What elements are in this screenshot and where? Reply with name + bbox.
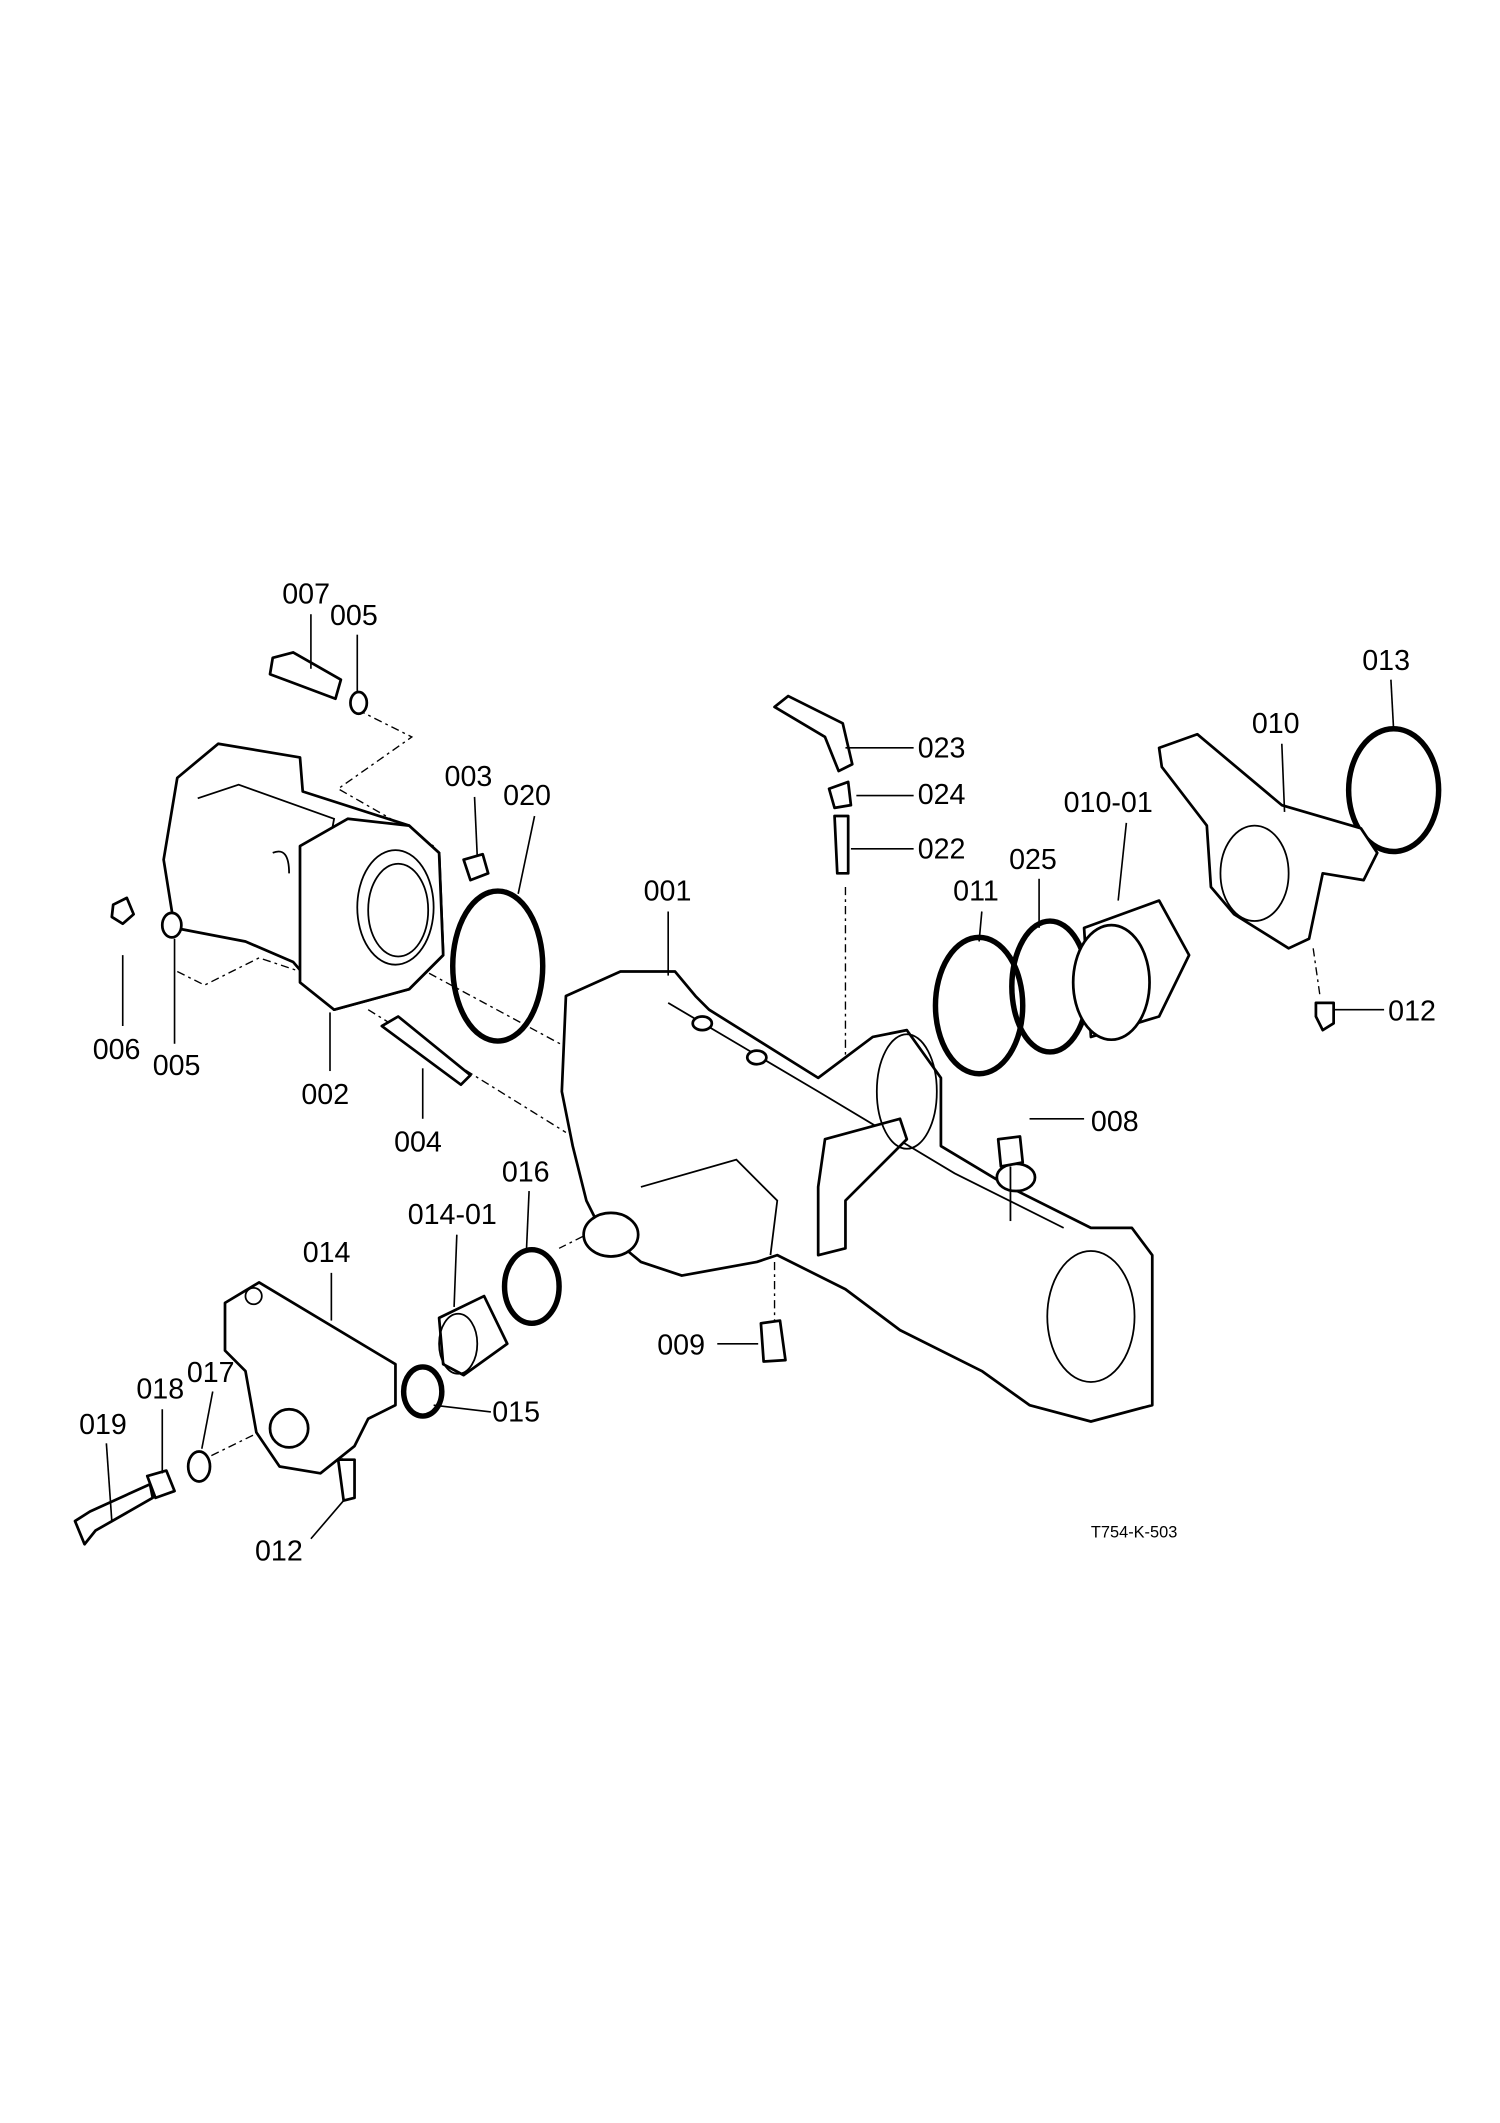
label-015: 015 bbox=[492, 1397, 540, 1429]
label-019: 019 bbox=[79, 1409, 127, 1441]
label-007: 007 bbox=[282, 578, 330, 610]
small-hardware bbox=[73, 651, 1335, 1546]
label-009: 009 bbox=[657, 1330, 705, 1362]
part-015-o-ring bbox=[400, 1364, 445, 1419]
label-020: 020 bbox=[503, 780, 551, 812]
label-013: 013 bbox=[1362, 645, 1410, 677]
label-014-01: 014-01 bbox=[408, 1199, 497, 1231]
part-010-bracket bbox=[1157, 732, 1379, 950]
label-017: 017 bbox=[187, 1357, 235, 1389]
label-006: 006 bbox=[93, 1034, 141, 1066]
label-008: 008 bbox=[1091, 1106, 1139, 1138]
leader-lines bbox=[105, 614, 1395, 1540]
label-002: 002 bbox=[301, 1079, 349, 1111]
label-011: 011 bbox=[953, 876, 999, 908]
label-025: 025 bbox=[1009, 844, 1057, 876]
label-018: 018 bbox=[136, 1373, 184, 1405]
label-012: 012 bbox=[1388, 996, 1436, 1028]
label-012: 012 bbox=[255, 1536, 303, 1568]
label-005: 005 bbox=[330, 600, 378, 632]
label-005: 005 bbox=[153, 1050, 201, 1082]
label-001: 001 bbox=[644, 876, 692, 908]
part-labels: 007 005 003 020 001 023 024 022 011 025 … bbox=[79, 578, 1436, 1567]
part-011-seal bbox=[932, 934, 1026, 1077]
part-014-bracket bbox=[223, 1281, 397, 1475]
label-003: 003 bbox=[445, 761, 493, 793]
label-022: 022 bbox=[918, 833, 966, 865]
label-016: 016 bbox=[502, 1157, 550, 1189]
label-004: 004 bbox=[394, 1127, 442, 1159]
label-023: 023 bbox=[918, 732, 966, 764]
part-001-axle-housing bbox=[560, 970, 1154, 1423]
label-010: 010 bbox=[1252, 708, 1300, 740]
part-020-o-ring bbox=[449, 888, 546, 1044]
label-010-01: 010-01 bbox=[1064, 787, 1153, 819]
label-024: 024 bbox=[918, 779, 966, 811]
label-014: 014 bbox=[303, 1237, 351, 1269]
part-014-01-bushing bbox=[437, 1294, 509, 1377]
drawing-code: T754-K-503 bbox=[1091, 1523, 1177, 1541]
part-010-01-bushing bbox=[1071, 899, 1191, 1042]
part-002-housing bbox=[162, 742, 445, 1012]
part-016-seal bbox=[501, 1246, 562, 1327]
